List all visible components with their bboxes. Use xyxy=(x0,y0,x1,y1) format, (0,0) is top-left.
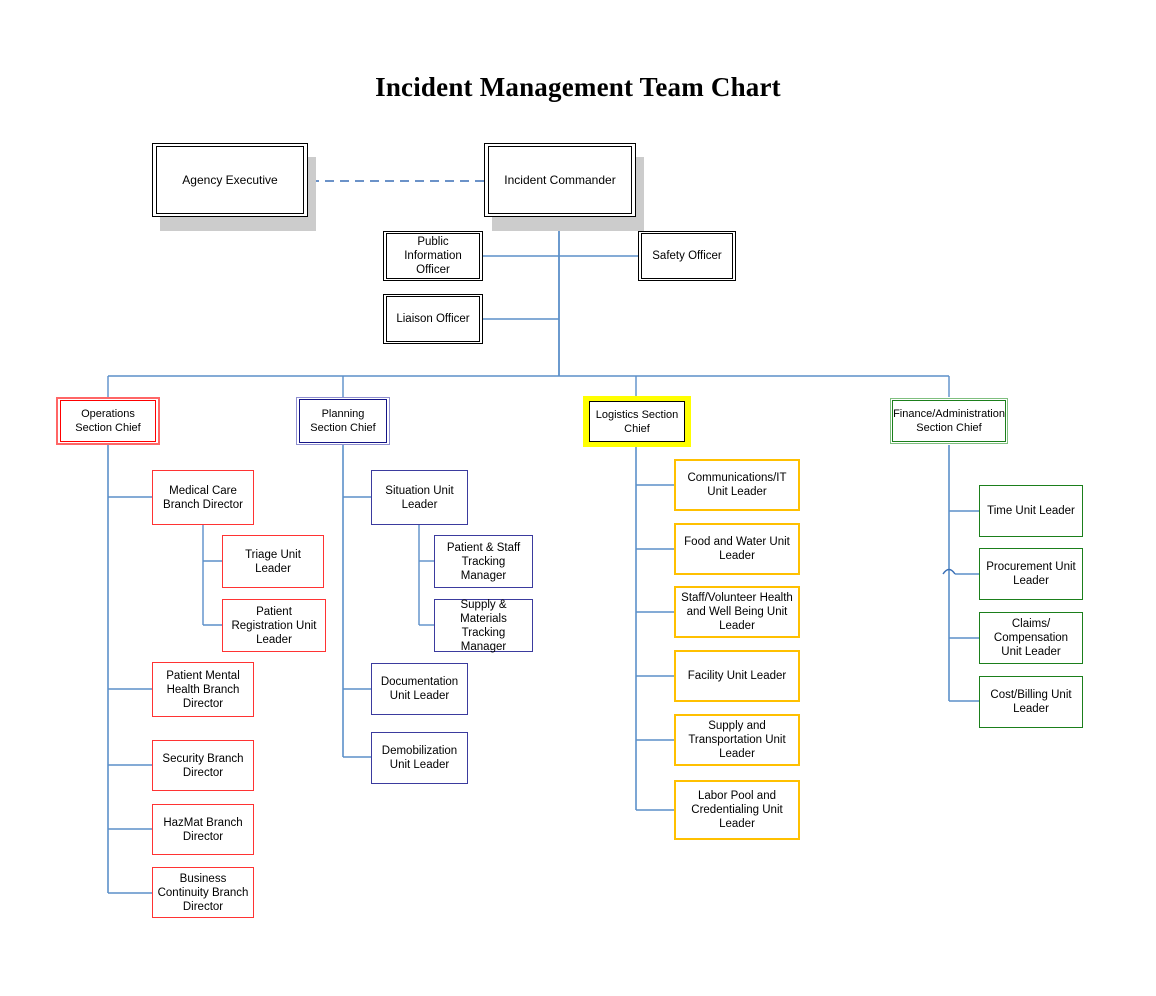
node-label: Operations Section Chief xyxy=(75,408,141,434)
node-label: Incident Commander xyxy=(504,173,616,187)
node-security-branch-director[interactable]: Security Branch Director xyxy=(152,740,254,791)
node-label: Situation Unit Leader xyxy=(385,484,454,511)
node-liaison-officer[interactable]: Liaison Officer xyxy=(383,294,483,344)
node-procurement-unit-leader[interactable]: Procurement Unit Leader xyxy=(979,548,1083,600)
node-label: Triage Unit Leader xyxy=(245,548,301,575)
node-food-and-water-unit-leader[interactable]: Food and Water Unit Leader xyxy=(674,523,800,575)
node-label: HazMat Branch Director xyxy=(163,816,243,843)
node-supply-and-transportation-unit-leader[interactable]: Supply and Transportation Unit Leader xyxy=(674,714,800,766)
node-triage-unit-leader[interactable]: Triage Unit Leader xyxy=(222,535,324,588)
node-label: Public Information Officer xyxy=(404,236,462,276)
node-label: Supply and Transportation Unit Leader xyxy=(688,720,786,760)
node-label: Business Continuity Branch Director xyxy=(157,872,249,913)
node-label: Time Unit Leader xyxy=(987,505,1075,517)
node-logistics-section-chief[interactable]: Logistics Section Chief xyxy=(583,396,691,447)
node-label: Documentation Unit Leader xyxy=(380,676,459,702)
node-label: Demobilization Unit Leader xyxy=(381,745,458,771)
node-label: Liaison Officer xyxy=(396,313,470,325)
node-planning-section-chief[interactable]: Planning Section Chief xyxy=(296,397,390,445)
node-operations-section-chief[interactable]: Operations Section Chief xyxy=(56,397,160,445)
node-patient-mental-health-branch-director[interactable]: Patient Mental Health Branch Director xyxy=(152,662,254,717)
node-patient-registration-unit-leader[interactable]: Patient Registration Unit Leader xyxy=(222,599,326,652)
node-label: Food and Water Unit Leader xyxy=(684,536,790,562)
node-label: Logistics Section Chief xyxy=(595,408,679,435)
node-label: Facility Unit Leader xyxy=(687,670,787,682)
node-label: Patient & Staff Tracking Manager xyxy=(446,541,521,582)
node-communications-it-unit-leader[interactable]: Communications/IT Unit Leader xyxy=(674,459,800,511)
node-label: Cost/Billing Unit Leader xyxy=(990,689,1072,715)
node-label: Agency Executive xyxy=(182,173,278,187)
node-label: Labor Pool and Credentialing Unit Leader xyxy=(691,790,783,830)
node-demobilization-unit-leader[interactable]: Demobilization Unit Leader xyxy=(371,732,468,784)
node-incident-commander[interactable]: Incident Commander xyxy=(484,143,636,217)
node-situation-unit-leader[interactable]: Situation Unit Leader xyxy=(371,470,468,525)
node-medical-care-branch-director[interactable]: Medical Care Branch Director xyxy=(152,470,254,525)
node-label: Safety Officer xyxy=(652,250,722,262)
node-claims-compensation-unit-leader[interactable]: Claims/ Compensation Unit Leader xyxy=(979,612,1083,664)
node-label: Security Branch Director xyxy=(162,752,244,779)
node-label: Communications/IT Unit Leader xyxy=(687,472,787,498)
node-label: Staff/Volunteer Health and Well Being Un… xyxy=(681,592,793,632)
node-label: Procurement Unit Leader xyxy=(986,561,1076,587)
node-safety-officer[interactable]: Safety Officer xyxy=(638,231,736,281)
page-title: Incident Management Team Chart xyxy=(375,72,781,102)
node-facility-unit-leader[interactable]: Facility Unit Leader xyxy=(674,650,800,702)
node-time-unit-leader[interactable]: Time Unit Leader xyxy=(979,485,1083,537)
node-cost-billing-unit-leader[interactable]: Cost/Billing Unit Leader xyxy=(979,676,1083,728)
node-patient-staff-tracking-manager[interactable]: Patient & Staff Tracking Manager xyxy=(434,535,533,588)
node-staff-volunteer-health-unit-leader[interactable]: Staff/Volunteer Health and Well Being Un… xyxy=(674,586,800,638)
node-hazmat-branch-director[interactable]: HazMat Branch Director xyxy=(152,804,254,855)
node-label: Finance/Administration Section Chief xyxy=(893,408,1005,434)
node-public-information-officer[interactable]: Public Information Officer xyxy=(383,231,483,281)
node-agency-executive[interactable]: Agency Executive xyxy=(152,143,308,217)
node-label: Supply & Materials Tracking Manager xyxy=(460,598,507,653)
node-labor-pool-credentialing-unit-leader[interactable]: Labor Pool and Credentialing Unit Leader xyxy=(674,780,800,840)
node-label: Claims/ Compensation Unit Leader xyxy=(993,618,1069,658)
node-finance-administration-section-chief[interactable]: Finance/Administration Section Chief xyxy=(890,398,1008,444)
node-label: Medical Care Branch Director xyxy=(163,484,243,511)
node-label: Patient Mental Health Branch Director xyxy=(166,669,240,710)
node-business-continuity-branch-director[interactable]: Business Continuity Branch Director xyxy=(152,867,254,918)
node-documentation-unit-leader[interactable]: Documentation Unit Leader xyxy=(371,663,468,715)
node-supply-materials-tracking-manager[interactable]: Supply & Materials Tracking Manager xyxy=(434,598,533,653)
node-label: Patient Registration Unit Leader xyxy=(231,605,317,646)
node-label: Planning Section Chief xyxy=(310,408,376,434)
